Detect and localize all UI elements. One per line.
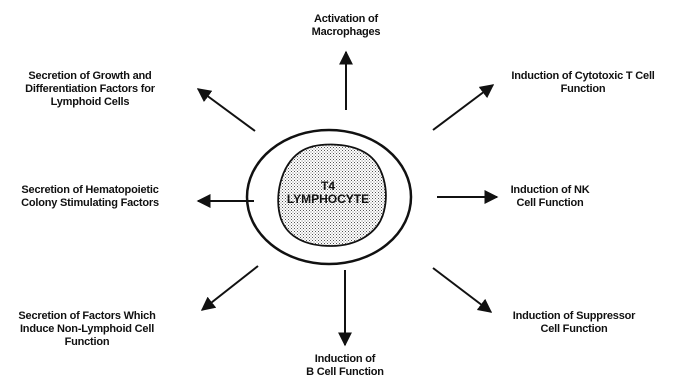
- arrow-to-non-lymphoid-factors: [202, 266, 258, 310]
- label-induction-of-nk-cell-function: Induction of NK Cell Function: [498, 184, 602, 210]
- arrow-to-suppressor-cell: [433, 268, 491, 312]
- label-induction-of-suppressor-cell-function: Induction of Suppressor Cell Function: [500, 310, 648, 336]
- arrow-to-growth-factors: [198, 89, 255, 131]
- label-secretion-of-hematopoietic-factors: Secretion of Hematopoietic Colony Stimul…: [4, 184, 176, 210]
- label-secretion-of-non-lymphoid-factors: Secretion of Factors Which Induce Non-Ly…: [4, 310, 170, 349]
- label-induction-of-cytotoxic-t-cell-function: Induction of Cytotoxic T Cell Function: [492, 70, 674, 96]
- label-induction-of-b-cell-function: Induction of B Cell Function: [290, 353, 400, 379]
- arrow-to-cytotoxic-t-cell: [433, 85, 493, 130]
- label-activation-of-macrophages: Activation of Macrophages: [296, 13, 396, 39]
- cell-label-line-2: LYMPHOCYTE: [264, 193, 392, 206]
- label-secretion-of-growth-factors: Secretion of Growth and Differentiation …: [4, 70, 176, 109]
- cell-label: T4 LYMPHOCYTE: [264, 180, 392, 206]
